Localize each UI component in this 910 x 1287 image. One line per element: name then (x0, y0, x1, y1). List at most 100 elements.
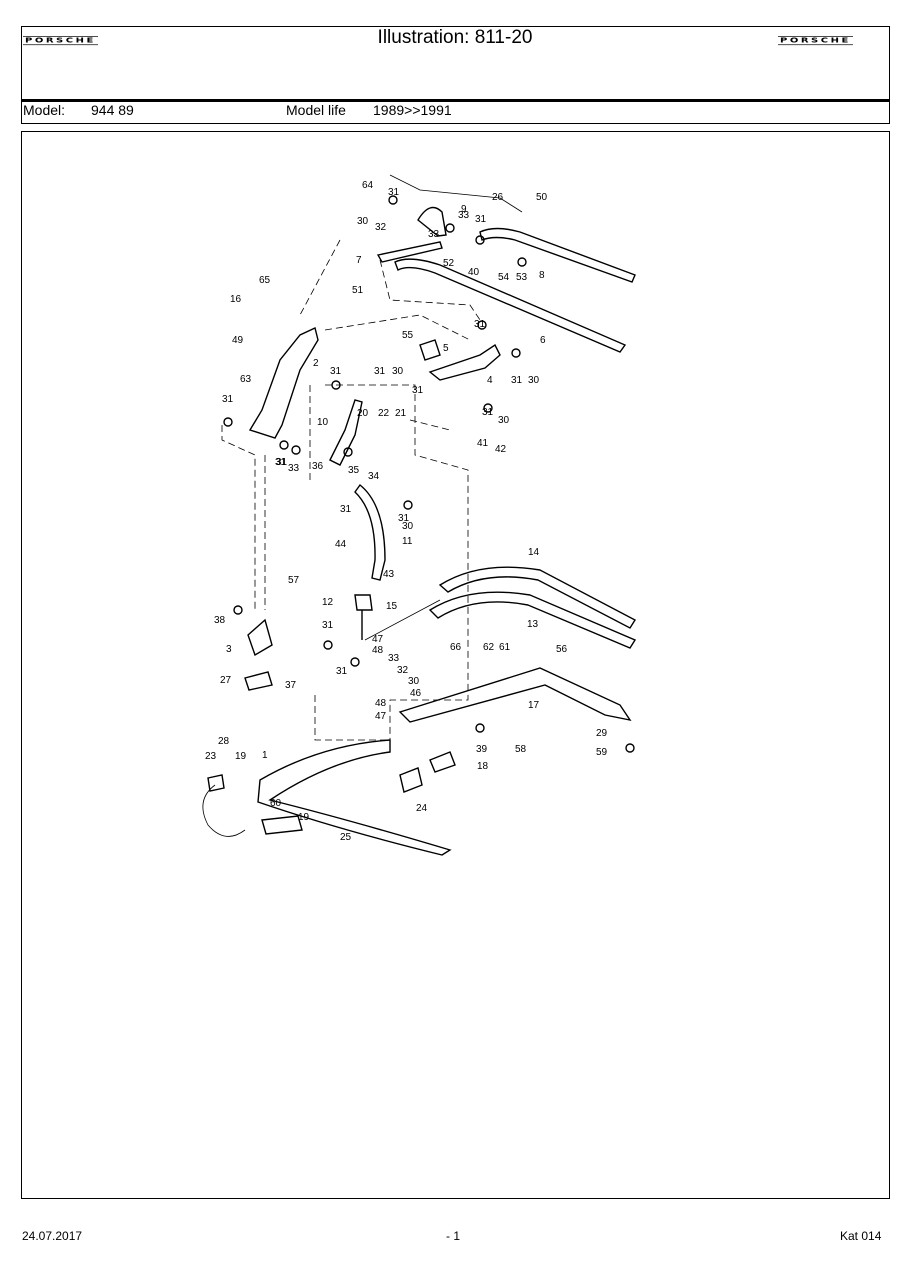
cable-26 (389, 174, 523, 213)
callout-14: 14 (528, 547, 540, 558)
porsche-logo-left: PORSCHE (23, 36, 98, 46)
callout-52: 52 (443, 258, 455, 269)
callout-31l: 31 (340, 504, 352, 515)
callout-46: 46 (410, 688, 422, 699)
callout-31b: 31 (475, 214, 487, 225)
callout-3: 3 (226, 644, 232, 655)
roof-rail-6 (394, 258, 627, 353)
footer-page: - 1 (446, 1229, 461, 1243)
callout-47: 47 (372, 634, 384, 645)
callout-31: 31 (388, 187, 400, 198)
callout-62: 62 (483, 642, 495, 653)
callout-55: 55 (402, 330, 414, 341)
callout-6: 6 (540, 335, 546, 346)
callout-31c: 31 (474, 319, 486, 330)
callout-12: 12 (322, 597, 334, 608)
callout-19: 19 (235, 751, 247, 762)
link-7 (376, 241, 443, 263)
callout-32b: 32 (397, 665, 409, 676)
callout-13: 13 (527, 619, 539, 630)
roof-rail-8 (479, 227, 636, 283)
hinge-3 (247, 618, 273, 657)
callout-31k: 31 (276, 457, 288, 468)
model-life-label: Model life (286, 102, 346, 118)
callout-61: 61 (499, 642, 511, 653)
bracket-9 (417, 206, 447, 237)
callout-9: 9 (461, 204, 467, 215)
callout-31j: 31 (275, 457, 287, 468)
header-box (21, 26, 890, 124)
callout-44: 44 (335, 539, 347, 550)
callout-30: 30 (357, 216, 369, 227)
callout-30e: 30 (402, 521, 414, 532)
link-4 (428, 343, 501, 381)
callout-51: 51 (352, 285, 364, 296)
callout-58: 58 (515, 744, 527, 755)
exploded-parts-diagram: 64 31 26 50 30 32 9 33 31 33 7 52 40 54 … (202, 174, 637, 856)
callout-35: 35 (348, 465, 360, 476)
callout-33c: 33 (288, 463, 300, 474)
seal-rail-14 (438, 566, 636, 629)
callout-39: 39 (476, 744, 488, 755)
callout-24: 24 (416, 803, 428, 814)
callout-59: 59 (596, 747, 608, 758)
callout-31h: 31 (482, 407, 494, 418)
bracket-24 (399, 767, 423, 793)
callout-17: 17 (528, 700, 540, 711)
callout-66: 66 (450, 642, 462, 653)
callout-31n: 31 (322, 620, 334, 631)
callout-34: 34 (368, 471, 380, 482)
callout-42: 42 (495, 444, 507, 455)
callout-11: 11 (402, 536, 413, 547)
callout-65: 65 (259, 275, 271, 286)
callout-31d: 31 (330, 366, 342, 377)
callout-15: 15 (386, 601, 398, 612)
callout-4: 4 (487, 375, 493, 386)
arm-11 (354, 483, 386, 581)
callout-7: 7 (356, 255, 362, 266)
plate-27 (244, 671, 273, 691)
callout-38: 38 (214, 615, 226, 626)
callout-30c: 30 (528, 375, 540, 386)
callout-37: 37 (285, 680, 297, 691)
callout-49: 49 (232, 335, 244, 346)
header-divider (21, 99, 890, 102)
callout-10: 10 (317, 417, 329, 428)
callout-57: 57 (288, 575, 300, 586)
callout-29: 29 (596, 728, 608, 739)
callout-48: 48 (372, 645, 384, 656)
callout-16: 16 (230, 294, 242, 305)
callout-18: 18 (477, 761, 489, 772)
rod-15 (364, 599, 441, 641)
callout-26: 26 (492, 192, 504, 203)
callout-30f: 30 (408, 676, 420, 687)
stud-12 (354, 594, 373, 640)
bracket-5 (419, 339, 441, 361)
model-value: 944 89 (91, 102, 134, 118)
footer-catalog: Kat 014 (840, 1229, 882, 1243)
callout-47b: 47 (375, 711, 387, 722)
callout-8: 8 (539, 270, 545, 281)
callout-1: 1 (262, 750, 268, 761)
callout-31e: 31 (374, 366, 386, 377)
illustration-frame (21, 131, 890, 1199)
callout-33d: 33 (388, 653, 400, 664)
callout-31g: 31 (511, 375, 523, 386)
callout-28: 28 (218, 736, 230, 747)
footer-date: 24.07.2017 (22, 1229, 83, 1243)
link-10 (329, 399, 363, 466)
callout-31m: 31 (398, 513, 410, 524)
callout-20: 20 (357, 408, 369, 419)
callout-60: 60 (270, 798, 282, 809)
latch-60-19 (261, 815, 303, 835)
callout-43: 43 (383, 569, 395, 580)
callout-31f: 31 (412, 385, 424, 396)
callout-25: 25 (340, 832, 352, 843)
callout-36: 36 (312, 461, 324, 472)
porsche-logo-right: PORSCHE (778, 36, 853, 46)
callout-22: 22 (378, 408, 390, 419)
callout-53: 53 (516, 272, 528, 283)
callout-41: 41 (477, 438, 489, 449)
wire-28 (202, 784, 246, 837)
callout-54: 54 (498, 272, 510, 283)
